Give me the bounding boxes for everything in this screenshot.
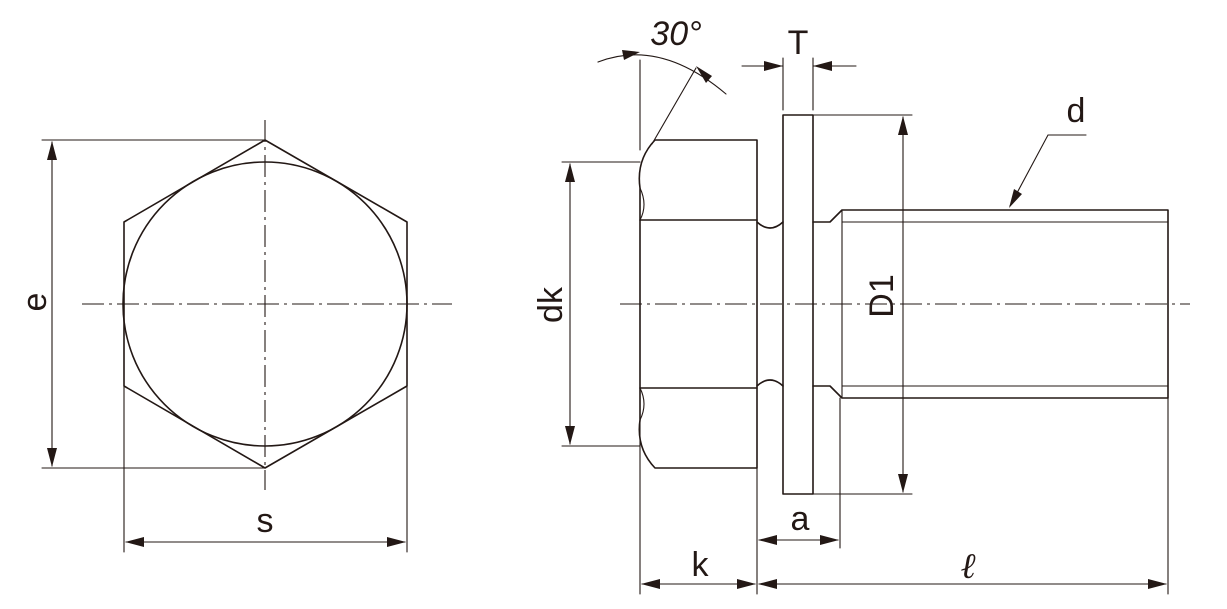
arrowhead xyxy=(737,579,756,589)
label-T: T xyxy=(788,24,809,62)
arrowhead xyxy=(898,116,908,135)
arrowhead xyxy=(1009,189,1022,208)
dimension-k-and-l: k ℓ xyxy=(639,397,1169,595)
label-dk: dk xyxy=(532,286,570,323)
hex-face-arc-lower xyxy=(639,387,645,421)
label-d: d xyxy=(1067,92,1086,130)
arrowhead xyxy=(820,535,839,545)
leader-d: d xyxy=(1009,92,1087,208)
neck-upper xyxy=(756,221,784,229)
dimension-D1: D1 xyxy=(812,114,913,495)
label-k: k xyxy=(692,546,710,584)
arrowhead xyxy=(565,426,575,445)
arrowhead xyxy=(764,61,783,71)
dimension-30-degree: 30° xyxy=(597,15,727,151)
label-30-degree: 30° xyxy=(650,15,701,53)
dimension-dk: dk xyxy=(532,161,641,447)
arrowhead xyxy=(387,537,406,547)
neck-lower xyxy=(756,379,784,387)
arrowhead xyxy=(47,448,57,467)
dimension-s: s xyxy=(123,385,408,553)
hex-face-arc-upper xyxy=(639,187,645,221)
label-D1: D1 xyxy=(863,274,901,317)
arrowhead xyxy=(641,579,660,589)
arrowhead xyxy=(622,50,640,60)
shank-outline xyxy=(812,209,1169,399)
dimension-e: e xyxy=(16,139,266,469)
hex-head-top-view xyxy=(82,120,452,490)
arrowhead xyxy=(758,579,777,589)
arrowhead xyxy=(758,535,777,545)
arrowhead xyxy=(47,141,57,160)
arrowhead xyxy=(1148,579,1167,589)
arrowhead xyxy=(813,61,832,71)
dimension-T: T xyxy=(741,24,857,111)
bolt-side-view xyxy=(620,114,1190,495)
label-a: a xyxy=(791,500,810,538)
arrowhead xyxy=(565,163,575,182)
dimension-a: a xyxy=(758,397,841,549)
arrowhead xyxy=(125,537,144,547)
label-e: e xyxy=(16,293,54,312)
label-s: s xyxy=(257,502,274,540)
arrowhead xyxy=(898,474,908,493)
label-l: ℓ xyxy=(961,546,976,586)
arrowhead xyxy=(696,66,712,83)
